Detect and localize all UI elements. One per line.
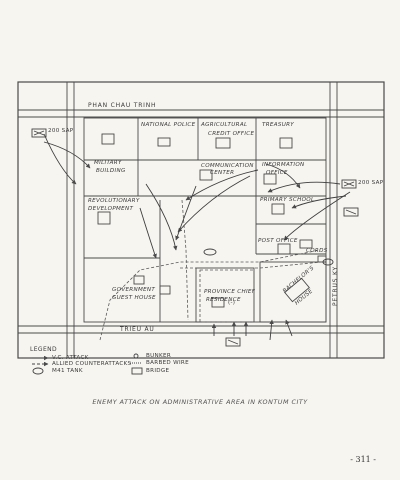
figure-caption: ENEMY ATTACK ON ADMINISTRATIVE AREA IN K…	[92, 398, 308, 406]
legend-barbed-wire: BARBED WIRE	[146, 360, 189, 366]
vc-attack-arrow	[139, 207, 157, 259]
east-bridge-marker	[343, 207, 359, 217]
bachelors-house-compound	[259, 261, 327, 323]
label-west-sap: 200 SAP	[48, 128, 74, 134]
label-development: DEVELOPMENT	[88, 206, 134, 212]
south-bridge-marker	[225, 337, 241, 347]
province-chief-compound	[195, 267, 255, 323]
barbed-wire-perimeter	[199, 269, 255, 323]
vc-attack-arrow	[291, 195, 347, 209]
legend-bunker: BUNKER	[146, 353, 172, 359]
label-primary-school: PRIMARY SCHOOL	[260, 197, 315, 203]
label-post-office: POST OFFICE	[258, 238, 298, 244]
vc-attack-arrow	[145, 183, 178, 251]
legend-bridge: BRIDGE	[146, 368, 170, 374]
allied-counterattack-path	[181, 199, 189, 321]
label-information: INFORMATION	[262, 162, 305, 168]
label-province-chief: PROVINCE CHIEF	[204, 289, 256, 295]
east-sap-marker	[341, 179, 357, 189]
label-agricultural: AGRICULTURAL	[201, 122, 248, 128]
label-east-sap: 200 SAP	[358, 180, 384, 186]
label-government: GOVERNMENT	[112, 287, 156, 293]
label-military-building: BUILDING	[96, 168, 126, 174]
label-communication: COMMUNICATION	[201, 163, 254, 169]
label-treasury: TREASURY	[262, 122, 295, 128]
allied-counterattack-path	[180, 261, 323, 269]
label-communication-center: CENTER	[210, 170, 235, 176]
label-residence: RESIDENCE	[206, 297, 241, 303]
label-guest-house: GUEST HOUSE	[112, 295, 156, 301]
label-tank-number: (-)	[228, 300, 236, 306]
label-credit-office: CREDIT OFFICE	[208, 131, 255, 137]
tank-icon	[322, 258, 334, 266]
legend-m41-tank: M41 TANK	[52, 368, 83, 374]
street-label-petrus-ky: PETRUS KY	[332, 266, 339, 306]
vc-attack-arrow	[285, 319, 293, 337]
label-revolutionary: REVOLUTIONARY	[88, 198, 140, 204]
vc-attack-arrow	[267, 181, 341, 193]
street-label-trieu-au: TRIEU AU	[120, 326, 155, 333]
label-military: MILITARY	[94, 160, 122, 166]
vc-attack-arrow	[283, 191, 351, 241]
legend-vc-attack: V.C. ATTACK	[52, 355, 89, 361]
label-information-office: OFFICE	[266, 170, 288, 176]
map-frame	[17, 81, 385, 359]
tank-icon	[203, 248, 217, 256]
vc-attack-arrow	[265, 163, 301, 189]
vc-attack-arrow	[269, 319, 274, 341]
street-label-phan-chau-trinh: PHAN CHAU TRINH	[88, 102, 157, 109]
west-sap-marker	[31, 128, 47, 138]
page-number: - 311 -	[350, 455, 376, 464]
vc-attack-arrow	[175, 185, 197, 241]
legend-title: LEGEND	[30, 346, 58, 353]
label-national-police: NATIONAL POLICE	[141, 122, 196, 128]
vc-attack-arrow	[177, 175, 251, 233]
vc-attack-arrow	[43, 133, 77, 185]
label-cords: CORDS	[306, 248, 328, 254]
legend-allied-counterattacks: ALLIED COUNTERATTACKS	[52, 361, 132, 367]
